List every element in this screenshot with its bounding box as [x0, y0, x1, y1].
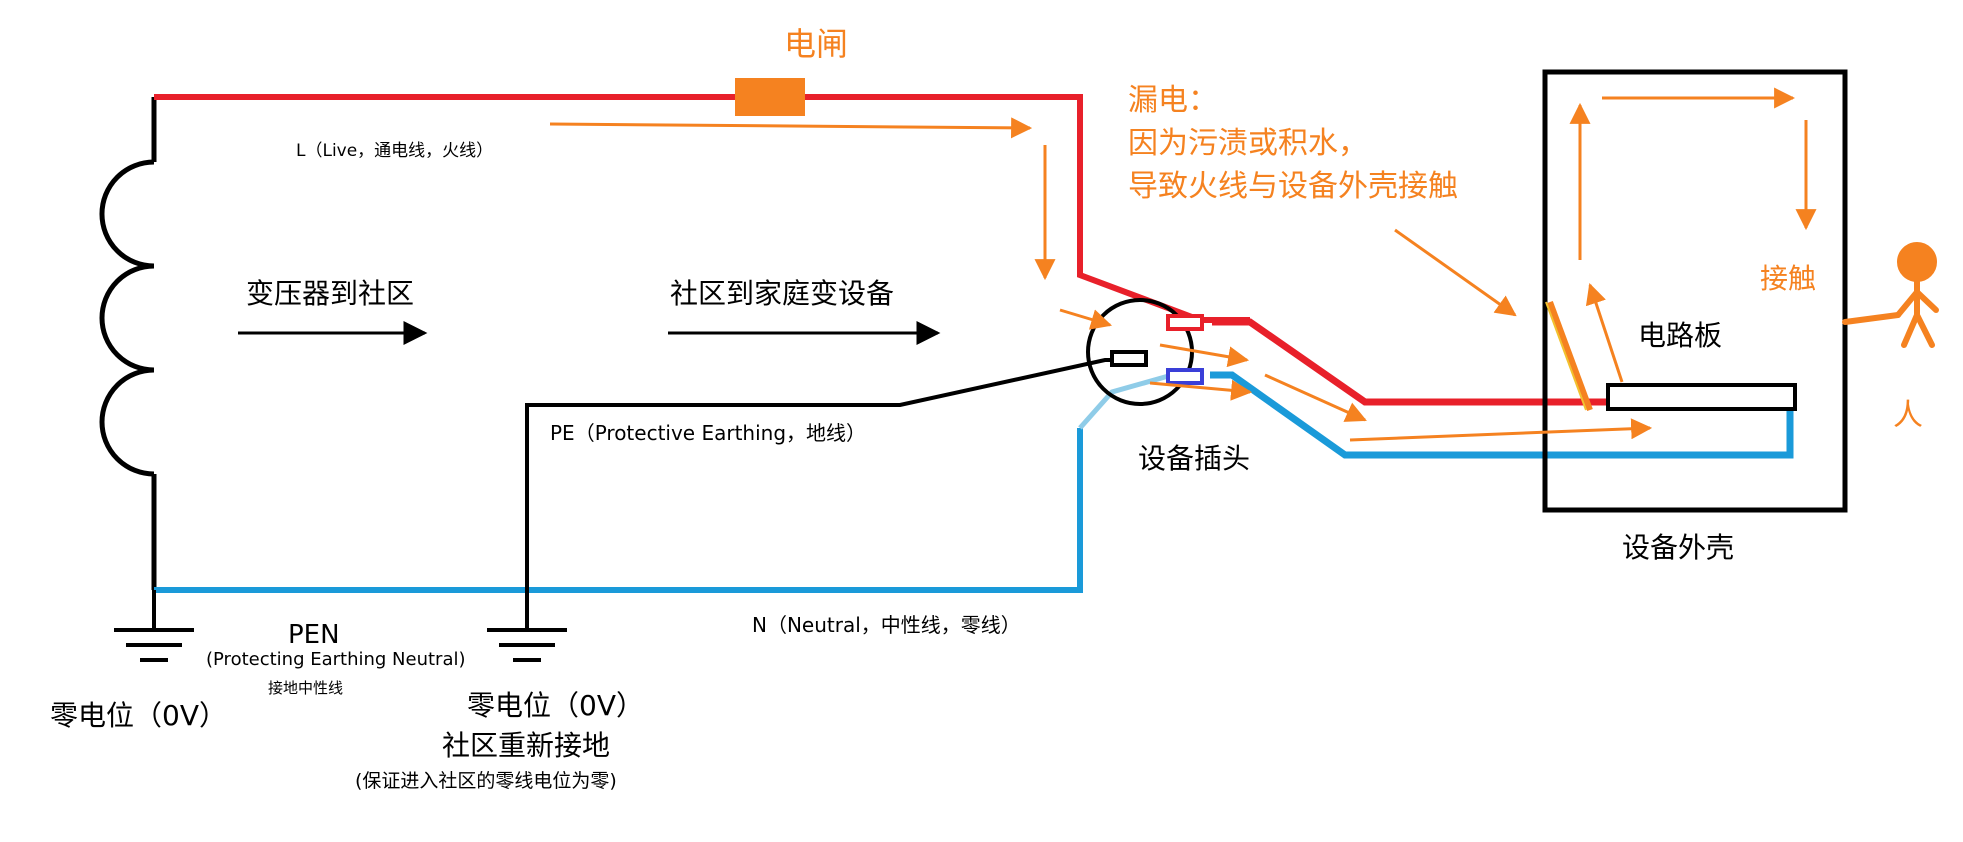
- ground-icon: [487, 590, 567, 662]
- current-flow-arrows: [549, 87, 1817, 442]
- ground-icon: [114, 590, 194, 662]
- device-plug: [1086, 298, 1204, 406]
- stick-figure-icon: [1842, 242, 1939, 348]
- neutral-wire-light: [1078, 372, 1173, 430]
- plug-pin-earth: [1110, 350, 1148, 367]
- pe-wire: [525, 358, 1112, 590]
- circuit-board: [1606, 383, 1797, 411]
- pen-cn-label: 接地中性线: [268, 679, 343, 697]
- leakage-line1: 因为污渍或积水，: [1128, 126, 1368, 161]
- casing-label: 设备外壳: [1622, 531, 1734, 564]
- fault-contact: [1547, 300, 1593, 412]
- zero-potential-left-label: 零电位（0V）: [50, 699, 227, 732]
- pen-full-label: (Protecting Earthing Neutral): [206, 649, 466, 670]
- leakage-title: 漏电：: [1128, 83, 1218, 118]
- regrounding-note-label: (保证进入社区的零线电位为零): [355, 770, 617, 792]
- pe-wire-label: PE（Protective Earthing，地线）: [550, 421, 866, 445]
- zero-potential-right-label: 零电位（0V）: [467, 689, 644, 722]
- breaker-switch: [735, 78, 805, 116]
- live-wire-to-board: [1212, 318, 1608, 406]
- plug-pin-neutral: [1166, 368, 1204, 385]
- neutral-wire-label: N（Neutral，中性线，零线）: [752, 613, 1021, 637]
- leakage-line2: 导致火线与设备外壳接触: [1128, 169, 1458, 204]
- fault-contact-highlight: [1545, 301, 1587, 411]
- live-wire-label: L（Live，通电线，火线）: [296, 141, 493, 161]
- neutral-wire-to-board: [1210, 371, 1794, 459]
- breaker-label: 电闸: [784, 25, 848, 63]
- device-casing: [1542, 69, 1848, 513]
- person-label: 人: [1893, 398, 1923, 433]
- circuit-board-label: 电路板: [1638, 319, 1722, 352]
- plug-label: 设备插头: [1138, 442, 1250, 475]
- plug-pin-live: [1166, 314, 1204, 331]
- neutral-wire: [154, 428, 1083, 593]
- transformer-coil-icon: [99, 97, 157, 590]
- community-regrounding-label: 社区重新接地: [442, 729, 610, 762]
- community-to-home-label: 社区到家庭变设备: [670, 277, 894, 310]
- contact-label: 接触: [1760, 262, 1816, 295]
- transformer-to-community-label: 变压器到社区: [246, 277, 414, 310]
- pen-label: PEN: [288, 620, 340, 650]
